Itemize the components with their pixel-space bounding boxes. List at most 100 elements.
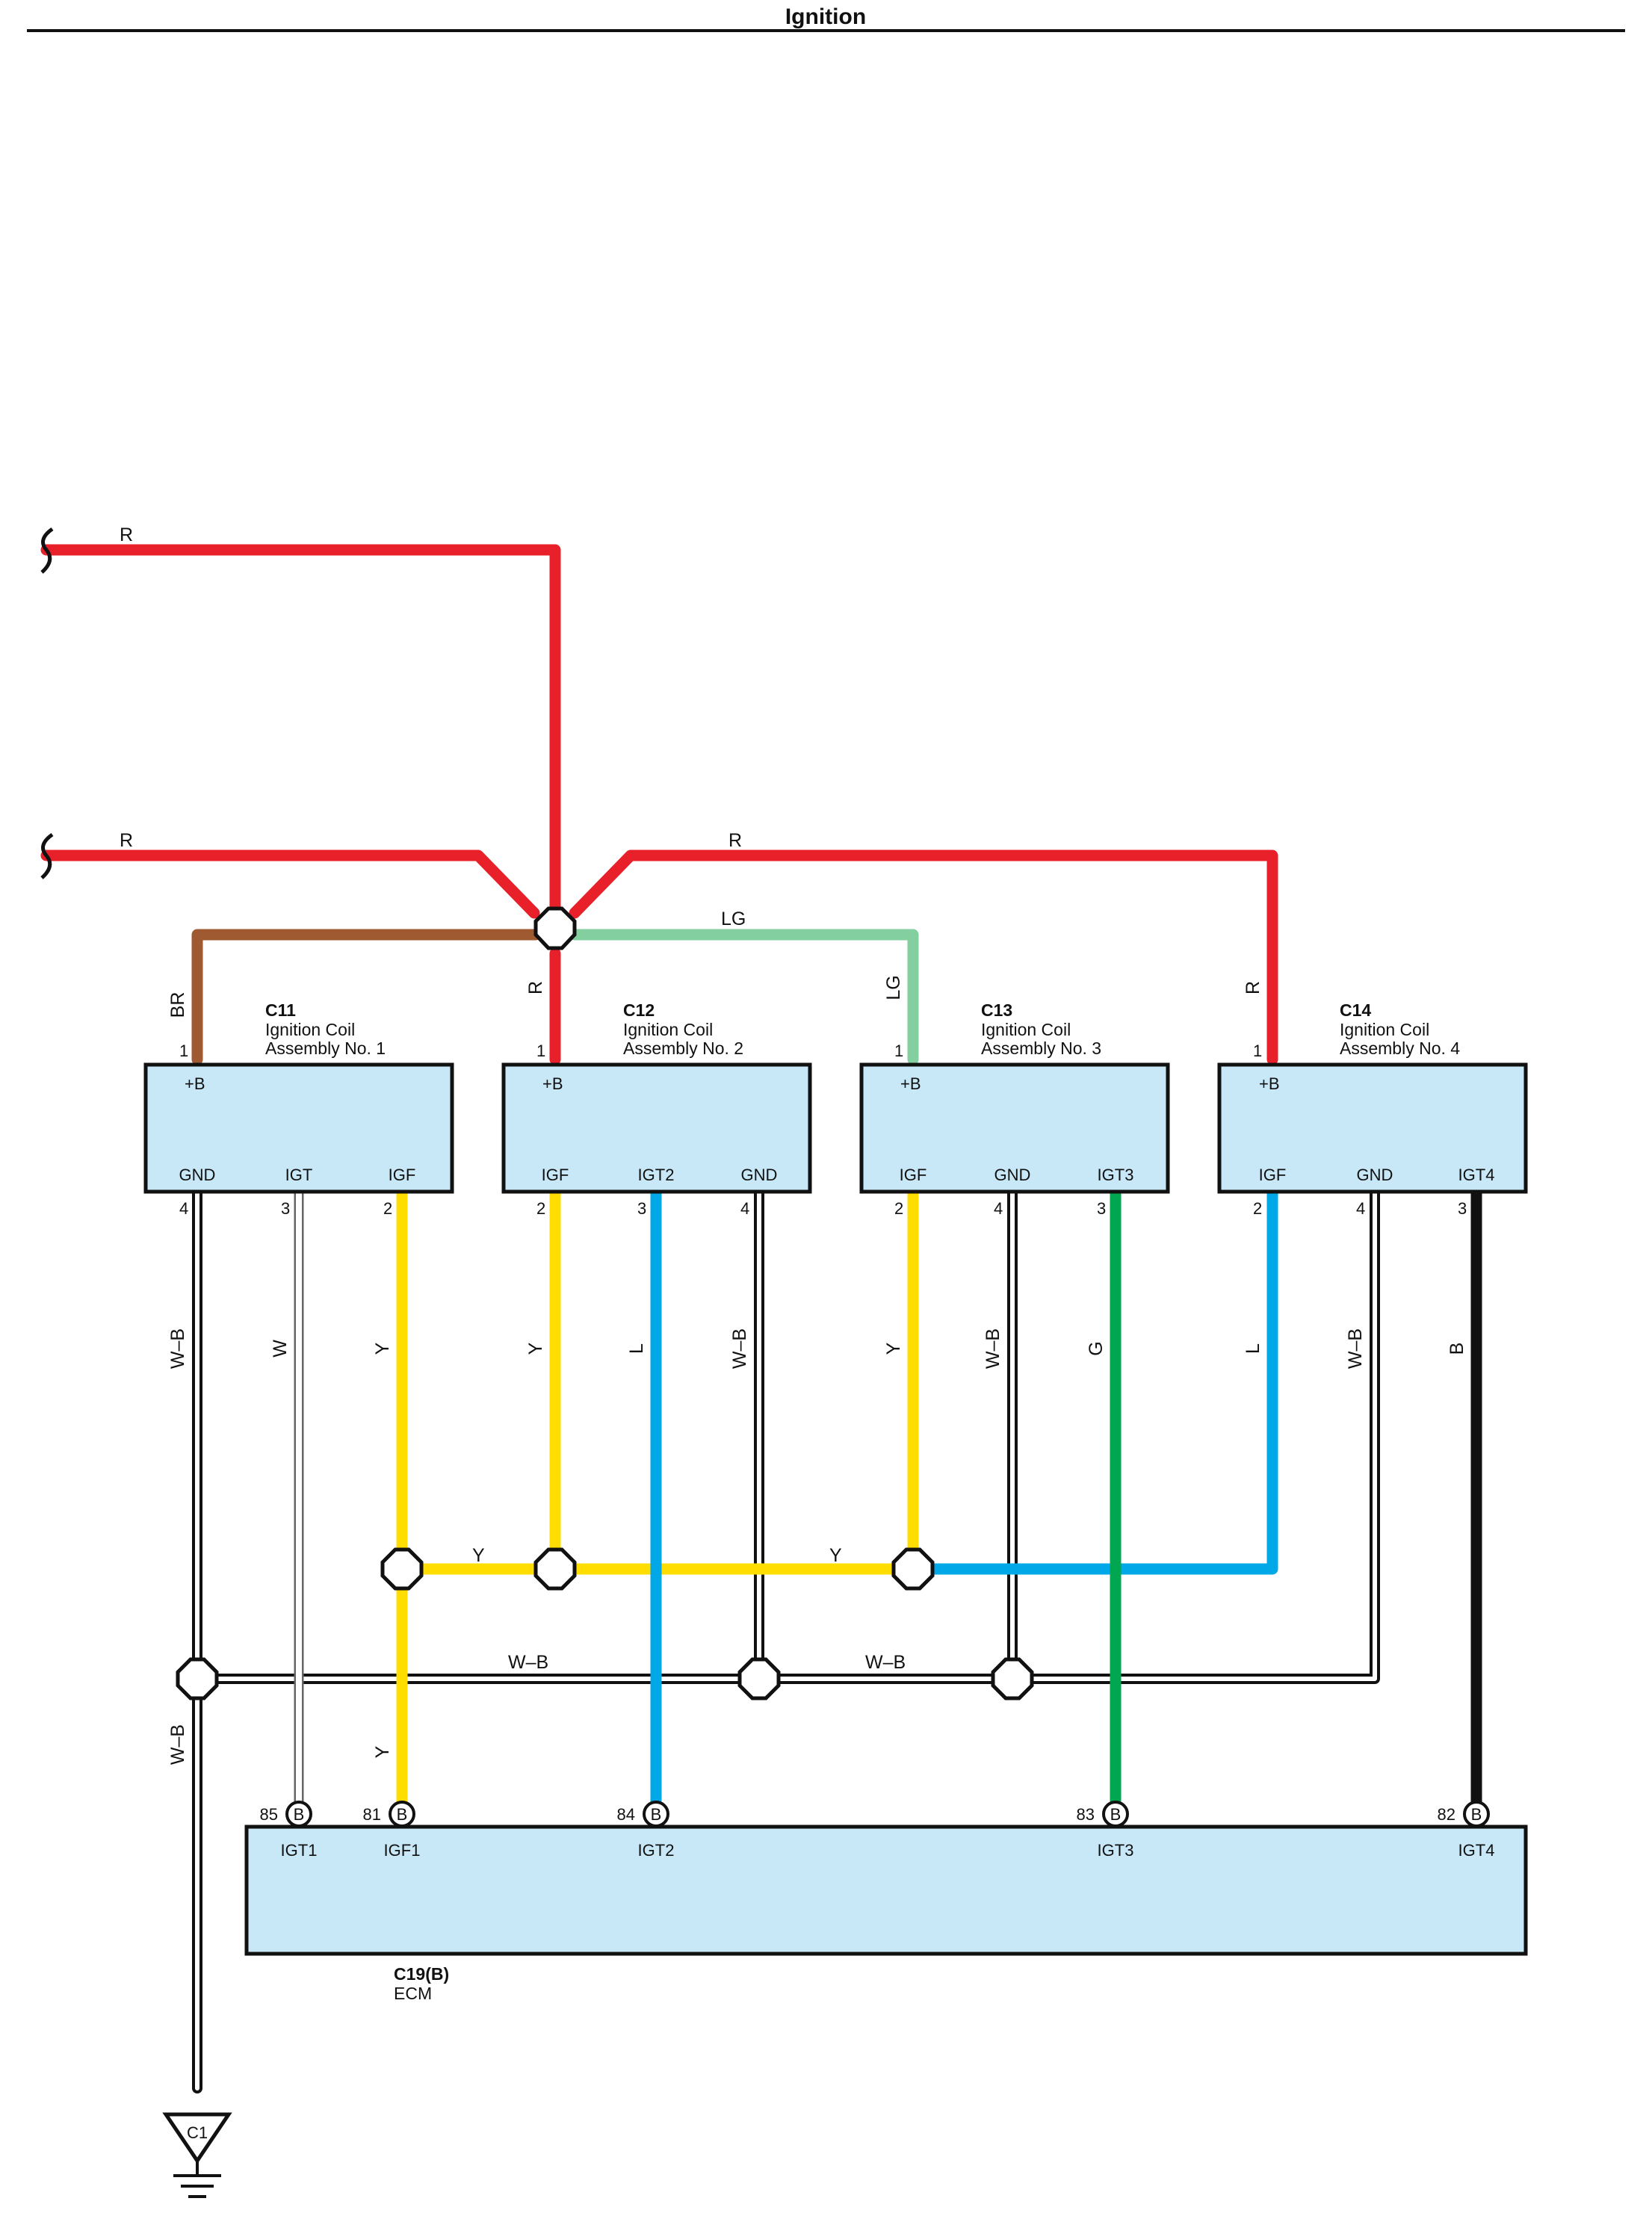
ecm-pin-number: 84 (617, 1805, 635, 1824)
pin-number: 3 (1458, 1199, 1467, 1218)
label-c12-gnd: W–B (729, 1328, 750, 1369)
component-desc-line2: Assembly No. 3 (981, 1039, 1101, 1058)
pin-label: IGF (389, 1166, 416, 1184)
component-desc-line1: Ignition Coil (1340, 1020, 1429, 1039)
pin-label-top: +B (1259, 1074, 1280, 1093)
label-ground-drop: W–B (167, 1724, 188, 1765)
ground-label: C1 (187, 2123, 208, 2142)
label-c11-igt: W (270, 1340, 291, 1358)
component-code: C14 (1340, 1000, 1371, 1020)
junctions (176, 906, 1034, 1700)
ecm-terminal (1463, 1801, 1490, 1827)
pin-number: 3 (637, 1199, 646, 1218)
pin-label: GND (1357, 1166, 1393, 1184)
ecm-pin-label: IGT2 (638, 1841, 675, 1860)
wire-r-mid-left (40, 849, 540, 919)
label-wb-bus-right: W–B (865, 1652, 906, 1673)
pin-label: GND (994, 1166, 1031, 1184)
ecm-terminal (643, 1801, 669, 1827)
pin-number: 2 (536, 1199, 545, 1218)
pin-number: 4 (179, 1199, 188, 1218)
ecm-code: C19(B) (394, 1964, 449, 1984)
pin-number-top: 1 (179, 1042, 188, 1060)
pin-number-top: 1 (1253, 1042, 1262, 1060)
ecm-terminal-letter: B (1110, 1805, 1122, 1824)
pin-number: 3 (1097, 1199, 1106, 1218)
label-c14-gnd: W–B (1345, 1328, 1366, 1369)
wire-wb-c14-gnd-inner (195, 1189, 1377, 1681)
wire-br-c11 (191, 929, 542, 1065)
label-y-bus-right: Y (829, 1545, 842, 1566)
pin-number: 2 (383, 1199, 392, 1218)
component-c14: C14 Ignition Coil Assembly No. 4 1 +B IG… (1217, 1000, 1528, 1218)
label-c13-igt3: G (1086, 1341, 1107, 1355)
pin-number-top: 1 (894, 1042, 903, 1060)
ecm-terminal (1102, 1801, 1129, 1827)
ecm-pin-label: IGT3 (1098, 1841, 1134, 1860)
label-r-mid-right: R (728, 830, 742, 851)
pin-label: IGT (285, 1166, 313, 1184)
label-c12-igf: Y (525, 1342, 546, 1355)
component-c11: C11 Ignition Coil Assembly No. 1 1 +B GN… (143, 1000, 454, 1218)
ecm-name: ECM (394, 1984, 432, 2003)
component-c13: C13 Ignition Coil Assembly No. 3 1 +B IG… (859, 1000, 1170, 1218)
power-wires (40, 544, 1278, 1065)
label-c14-igf: L (1243, 1343, 1263, 1354)
component-desc-line1: Ignition Coil (265, 1020, 355, 1039)
pin-label: IGT4 (1458, 1166, 1495, 1184)
label-br-c11: BR (167, 992, 188, 1018)
component-box (501, 1062, 812, 1194)
pin-number: 2 (1253, 1199, 1262, 1218)
component-box (859, 1062, 1170, 1194)
wire-l-c14-igf (907, 1186, 1278, 1575)
pin-number: 2 (894, 1199, 903, 1218)
label-c12-igt2: L (626, 1343, 647, 1354)
label-c13-gnd: W–B (983, 1328, 1003, 1369)
wire-wb-c14-gnd (192, 1186, 1380, 1684)
ecm-terminal (285, 1801, 312, 1827)
component-desc-line1: Ignition Coil (981, 1020, 1071, 1039)
component-ecm: B 85 IGT1 B 81 IGF1 B 84 IGT2 B 83 IGT3 … (244, 1801, 1528, 2003)
pin-label: GND (179, 1166, 216, 1184)
component-c12: C12 Ignition Coil Assembly No. 2 1 +B IG… (501, 1000, 812, 1218)
label-c11-igf: Y (372, 1342, 393, 1355)
pin-label: GND (741, 1166, 778, 1184)
label-y-bus-left: Y (472, 1545, 485, 1566)
junction-y-c12 (533, 1547, 577, 1591)
label-r-c12: R (525, 981, 546, 994)
junction-y-c13 (891, 1547, 935, 1591)
wire-r-mid-right (569, 849, 1278, 1065)
label-c14-igt4: B (1447, 1343, 1467, 1355)
pin-number: 4 (994, 1199, 1003, 1218)
component-desc-line2: Assembly No. 2 (623, 1039, 743, 1058)
wire-break-symbol-mid (40, 832, 54, 879)
label-wb-bus-left: W–B (508, 1652, 548, 1673)
junction-wb-c13 (991, 1657, 1034, 1700)
ecm-pin-label: IGT1 (281, 1841, 318, 1860)
ground-point: C1 (162, 2112, 232, 2198)
ecm-pin-label: IGT4 (1458, 1841, 1495, 1860)
pin-number: 4 (740, 1199, 749, 1218)
ecm-box (244, 1825, 1528, 1956)
pin-label-top: +B (900, 1074, 921, 1093)
pin-number-top: 1 (536, 1042, 545, 1060)
pin-number: 3 (281, 1199, 290, 1218)
junction-y-igf1 (380, 1547, 424, 1591)
signal-wires (192, 1186, 1482, 2093)
wire-lg-c13 (569, 929, 919, 1065)
pin-label: IGT3 (1098, 1166, 1134, 1184)
ecm-pin-number: 85 (260, 1805, 278, 1824)
component-desc-line2: Assembly No. 1 (265, 1039, 386, 1058)
ecm-pin-number: 81 (363, 1805, 381, 1824)
label-c13-igf: Y (883, 1342, 904, 1355)
pin-label: IGF (1259, 1166, 1287, 1184)
ecm-pin-label: IGF1 (384, 1841, 421, 1860)
pin-label-top: +B (542, 1074, 563, 1093)
pin-label: IGF (542, 1166, 569, 1184)
ecm-terminal-letter: B (651, 1805, 662, 1824)
component-desc-line1: Ignition Coil (623, 1020, 713, 1039)
component-desc-line2: Assembly No. 4 (1340, 1039, 1460, 1058)
ecm-terminal-letter: B (397, 1805, 408, 1824)
label-c11-gnd: W–B (167, 1328, 188, 1369)
